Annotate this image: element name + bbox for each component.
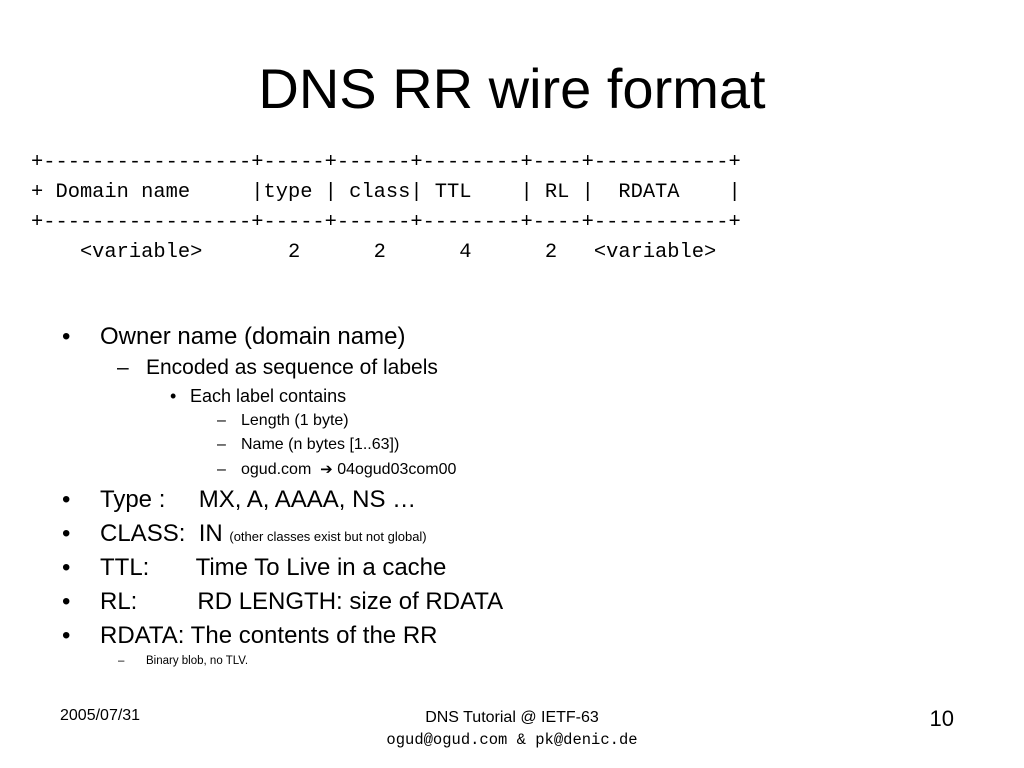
dash-marker: – (217, 412, 226, 429)
wire-format-diagram: +-----------------+-----+------+--------… (31, 148, 741, 268)
bullet-example-encoding: ogud.com ➔ 04ogud03com00 (241, 462, 456, 478)
bullet-marker: • (62, 554, 71, 581)
dash-marker: – (118, 655, 125, 667)
dash-marker: – (117, 356, 129, 379)
dash-marker: – (217, 436, 226, 453)
bullet-rdata: RDATA: The contents of the RR (100, 622, 438, 649)
footer-event: DNS Tutorial @ IETF-63 ogud@ogud.com & p… (0, 707, 1024, 751)
right-arrow-icon: ➔ (320, 460, 333, 478)
bullet-name-bytes: Name (n bytes [1..63]) (241, 436, 400, 453)
bullet-marker: • (62, 323, 71, 350)
bullet-rl: RL: RD LENGTH: size of RDATA (100, 588, 504, 615)
bullet-owner-name: Owner name (domain name) (100, 323, 406, 350)
dash-marker: – (217, 461, 226, 478)
bullet-marker: • (62, 588, 71, 615)
example-encoded: 04ogud03com00 (337, 461, 457, 478)
bullet-marker: • (62, 520, 71, 547)
bullet-marker: • (170, 386, 177, 406)
example-domain: ogud.com (241, 461, 312, 478)
wire-format-sizes-row: <variable> 2 2 4 2 <variable> (31, 241, 717, 264)
bullet-each-label: Each label contains (190, 386, 347, 406)
bullet-marker: • (62, 486, 71, 513)
class-label: CLASS: IN (100, 520, 230, 547)
footer-date: 2005/07/31 (60, 707, 141, 724)
wire-format-border-bottom: +-----------------+-----+------+--------… (31, 211, 741, 234)
bullet-type: Type : MX, A, AAAA, NS … (100, 486, 417, 513)
class-note: (other classes exist but not global) (229, 529, 427, 544)
bullet-length: Length (1 byte) (241, 412, 349, 429)
bullet-encoded-labels: Encoded as sequence of labels (146, 356, 438, 379)
footer-event-title: DNS Tutorial @ IETF-63 (425, 709, 599, 726)
bullet-marker: • (62, 622, 71, 649)
footer-authors: ogud@ogud.com & pk@denic.de (386, 731, 638, 749)
bullet-binary-blob: Binary blob, no TLV. (146, 655, 249, 667)
bullet-ttl: TTL: Time To Live in a cache (100, 554, 447, 581)
bullet-class: CLASS: IN (other classes exist but not g… (100, 522, 427, 546)
bullet-list: • Owner name (domain name) – Encoded as … (62, 323, 504, 667)
page-number: 10 (929, 706, 954, 731)
slide-title: DNS RR wire format (258, 57, 766, 120)
wire-format-border-top: +-----------------+-----+------+--------… (31, 151, 741, 174)
wire-format-header-row: + Domain name |type | class| TTL | RL | … (31, 181, 741, 204)
